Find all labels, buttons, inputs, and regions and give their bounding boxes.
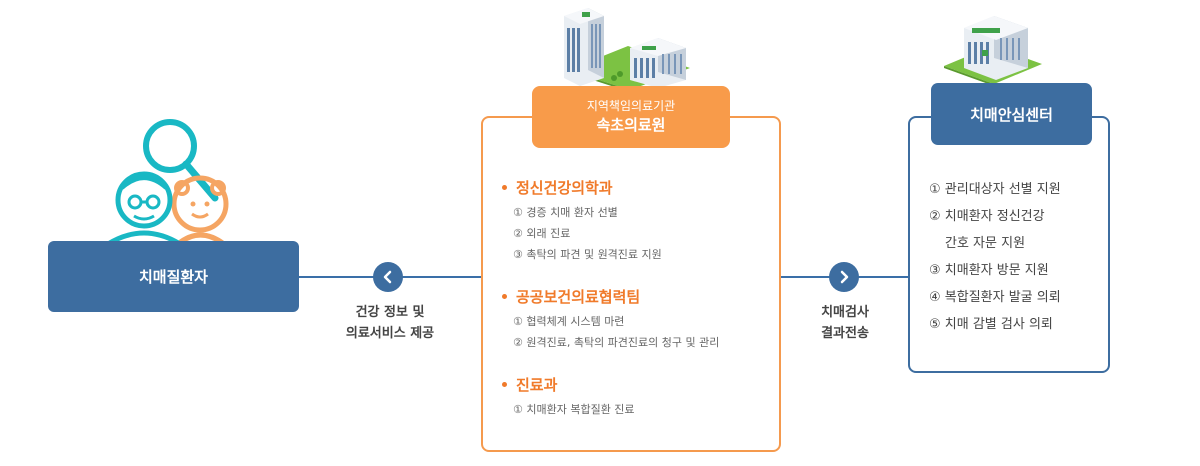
center-item: 간호 자문 지원 (945, 236, 1026, 251)
hospital-section-clinical: 진료과 ① 치매환자 복합질환 진료 (502, 374, 635, 420)
bullet-dot (502, 382, 507, 387)
right-arrow-circle (829, 262, 859, 292)
section-title: 진료과 (516, 376, 558, 394)
center-item-list: ① 관리대상자 선별 지원 ② 치매환자 정신건강 간호 자문 지원 ③ 치매환… (929, 176, 1104, 338)
hospital-section-cooperation: 공공보건의료협력팀 ① 협력체계 시스템 마련 ② 원격진료, 촉탁의 파견진료… (502, 286, 719, 353)
hospital-header: 지역책임의료기관 속초의료원 (532, 86, 730, 148)
center-panel (908, 116, 1110, 373)
right-link-line1: 치매검사 (821, 305, 869, 320)
section-item: ② 원격진료, 촉탁의 파견진료의 청구 및 관리 (513, 336, 720, 349)
bullet-dot (502, 185, 507, 190)
section-item: ② 외래 진료 (513, 227, 571, 240)
center-header: 치매안심센터 (931, 83, 1092, 145)
bullet-dot (502, 294, 507, 299)
right-link-line2: 결과전송 (821, 326, 869, 341)
right-link-caption: 치매검사 결과전송 (795, 302, 895, 344)
hospital-panel (481, 116, 781, 452)
left-arrow-circle (373, 262, 403, 292)
hospital-title: 속초의료원 (596, 116, 666, 134)
section-item: ① 경증 치매 환자 선별 (513, 206, 618, 219)
hospital-subtitle: 지역책임의료기관 (586, 99, 676, 113)
center-item: ① 관리대상자 선별 지원 (929, 182, 1061, 197)
hospital-building-illustration (564, 8, 690, 90)
section-item: ① 치매환자 복합질환 진료 (513, 403, 635, 416)
center-building-illustration (944, 16, 1042, 86)
patient-label: 치매질환자 (138, 268, 208, 286)
section-item: ③ 촉탁의 파견 및 원격진료 지원 (513, 248, 662, 261)
center-item: ② 치매환자 정신건강 (929, 209, 1045, 224)
chevron-right-icon (840, 270, 849, 284)
section-item: ① 협력체계 시스템 마련 (513, 315, 625, 328)
left-link-caption: 건강 정보 및 의료서비스 제공 (320, 302, 460, 344)
chevron-left-icon (383, 270, 392, 284)
patient-illustration (106, 119, 229, 244)
center-item: ⑤ 치매 감별 검사 의뢰 (929, 317, 1053, 332)
left-link-line2: 의료서비스 제공 (345, 326, 435, 341)
left-link-line1: 건강 정보 및 (355, 305, 425, 320)
hospital-section-psychiatry: 정신건강의학과 ① 경증 치매 환자 선별 ② 외래 진료 ③ 촉탁의 파견 및… (502, 177, 662, 265)
center-item: ④ 복합질환자 발굴 의뢰 (929, 290, 1061, 305)
patient-box: 치매질환자 (48, 241, 299, 312)
center-title: 치매안심센터 (970, 105, 1053, 124)
section-title: 공공보건의료협력팀 (516, 288, 641, 306)
center-item: ③ 치매환자 방문 지원 (929, 263, 1049, 278)
section-title: 정신건강의학과 (516, 179, 613, 197)
